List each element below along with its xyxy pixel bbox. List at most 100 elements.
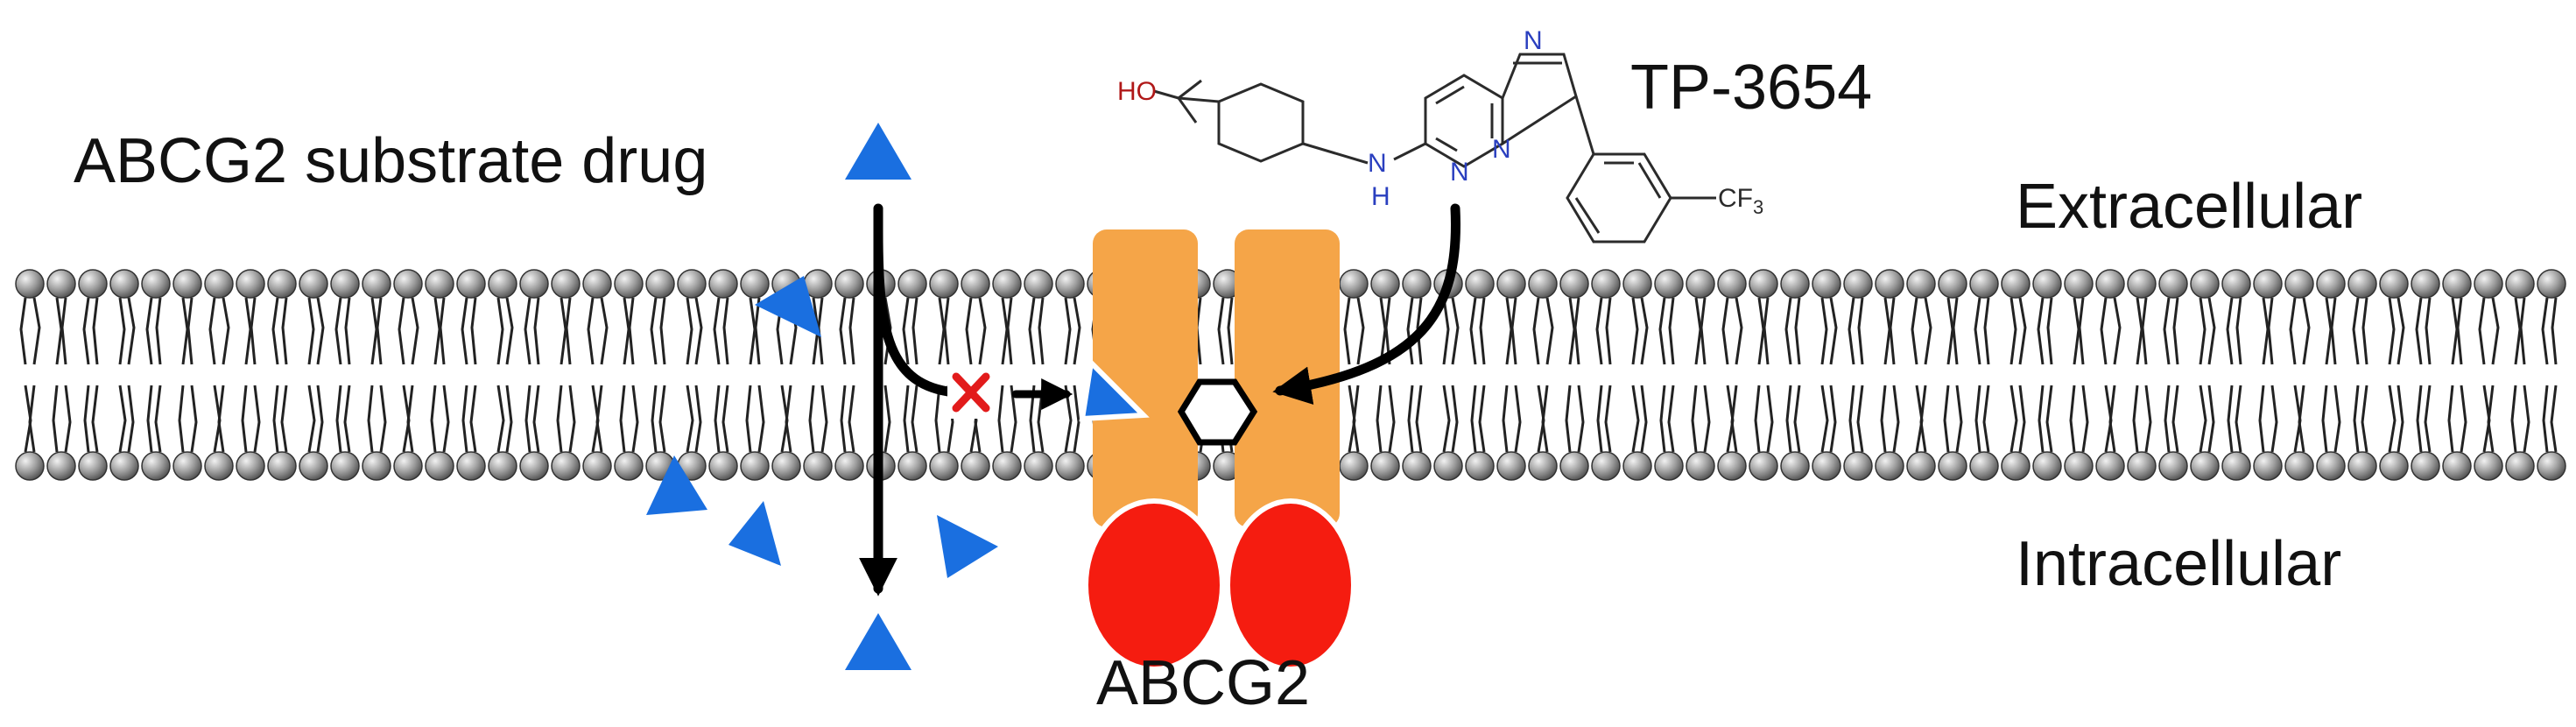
tp-3654-structure — [1153, 53, 1716, 244]
lipid-tail — [1038, 297, 1045, 365]
lipid-tail — [1217, 297, 1225, 365]
lipid-head — [614, 451, 644, 481]
lipid-head — [1717, 451, 1747, 481]
lipid-head — [330, 451, 360, 481]
extracellular-label: Extracellular — [2016, 172, 2362, 242]
lipid-tail — [222, 297, 230, 365]
lipid-head — [1654, 451, 1684, 481]
lipid-head — [1339, 451, 1369, 481]
lipid-tail — [2325, 297, 2333, 365]
lipid-tail — [745, 385, 752, 453]
lipid-tail — [568, 385, 576, 453]
lipid-tail — [241, 385, 248, 453]
lipid-head — [2411, 269, 2440, 299]
lipid-tail — [1605, 297, 1612, 365]
lipid-head — [2158, 269, 2188, 299]
substrate-drug-molecules — [646, 123, 1150, 670]
lipid-head — [1024, 451, 1053, 481]
lipid-tail — [1006, 297, 1013, 365]
substrate-efflux-arrow — [873, 227, 960, 398]
lipid-tail — [817, 297, 824, 365]
lipid-tail — [2037, 297, 2045, 365]
lipid-tail — [2416, 385, 2423, 453]
lipid-tail — [1407, 385, 1414, 453]
inhibitor-binding-hexagon — [1177, 378, 1258, 446]
lipid-head — [1559, 269, 1589, 299]
lipid-tail — [307, 297, 315, 365]
lipid-tail — [1415, 385, 1423, 453]
lipid-tail — [694, 385, 702, 453]
nucleotide-binding-domain-right — [1225, 498, 1356, 672]
trifluoromethyl-label: CF3 — [1718, 184, 1763, 218]
lipid-tail — [64, 385, 72, 453]
lipid-tail — [623, 297, 630, 365]
lipid-tail — [619, 385, 626, 453]
lipid-tail — [2388, 297, 2396, 365]
inhibitor-label: TP-3654 — [1630, 53, 1872, 123]
lipid-tail — [178, 385, 185, 453]
lipid-tail — [658, 385, 666, 453]
lipid-head — [1402, 269, 1432, 299]
lipid-head — [1339, 269, 1369, 299]
lipid-head — [2442, 269, 2472, 299]
lipid-tail — [411, 297, 419, 365]
lipid-tail — [1829, 385, 1837, 453]
lipid-tail — [2163, 297, 2171, 365]
lipid-tail — [2353, 385, 2360, 453]
lipid-tail — [848, 297, 855, 365]
lipid-head — [267, 269, 297, 299]
lipid-head — [15, 269, 45, 299]
lipid-tail — [2510, 385, 2517, 453]
lipid-head — [393, 451, 423, 481]
lipid-head — [267, 451, 297, 481]
lipid-tail — [1924, 297, 1932, 365]
lipid-tail — [2415, 297, 2423, 365]
lipid-head — [992, 269, 1022, 299]
lipid-tail — [1073, 297, 1081, 365]
lipid-tail — [1388, 385, 1396, 453]
lipid-tail — [505, 385, 513, 453]
lipid-tail — [757, 385, 765, 453]
lipid-head — [488, 451, 517, 481]
lipid-tail — [2425, 297, 2432, 365]
lipid-tail — [1735, 297, 1743, 365]
lipid-tail — [2491, 297, 2500, 365]
lipid-tail — [433, 297, 441, 365]
lipid-head — [2221, 451, 2251, 481]
lipid-head — [425, 451, 454, 481]
lipid-head — [488, 269, 517, 299]
lipid-head — [1591, 451, 1621, 481]
lipid-tail — [1974, 385, 1981, 453]
lipid-tail — [2487, 385, 2495, 453]
lipid-tail — [1573, 297, 1580, 365]
nucleotide-binding-domain-left — [1083, 498, 1225, 672]
lipid-tail — [1703, 385, 1711, 453]
lipid-head — [2537, 269, 2566, 299]
lipid-head — [897, 451, 927, 481]
amine-h-label: H — [1371, 182, 1390, 211]
lipid-tail — [1919, 385, 1927, 453]
lipid-tail — [997, 385, 1004, 453]
lipid-head — [456, 451, 486, 481]
lipid-head — [1749, 269, 1778, 299]
lipid-tail — [1352, 385, 1360, 453]
lipid-tail — [2073, 297, 2080, 365]
lipid-head — [172, 269, 202, 299]
lipid-head — [2190, 451, 2220, 481]
lipid-tail — [1848, 385, 1855, 453]
lipid-head — [2474, 451, 2503, 481]
lipid-tail — [1785, 385, 1792, 453]
lipid-tail — [55, 297, 63, 365]
lipid-head — [645, 269, 675, 299]
lipid-tail — [2171, 385, 2179, 453]
transport-arrows — [859, 203, 1460, 596]
lipid-head — [2253, 269, 2283, 299]
lipid-tail — [1010, 385, 1017, 453]
lipid-head — [519, 451, 549, 481]
lipid-tail — [92, 297, 99, 365]
lipid-tail — [943, 297, 950, 365]
lipid-tail — [1416, 297, 1423, 365]
lipid-head — [1875, 451, 1904, 481]
lipid-head — [2032, 451, 2062, 481]
